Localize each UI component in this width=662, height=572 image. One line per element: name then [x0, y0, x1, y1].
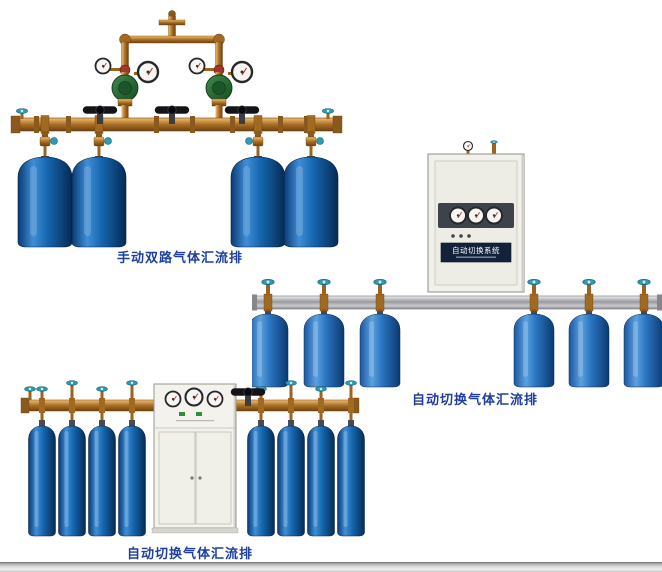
pressure-gauge: [164, 390, 182, 408]
gas-cylinder: [88, 419, 116, 537]
manifold-bar: [252, 293, 662, 312]
caption-auto-switch-floor: 自动切换气体汇流排: [126, 546, 253, 561]
gas-cylinder: [118, 419, 146, 537]
gas-cylinder: [337, 419, 365, 537]
gas-cylinder: [307, 419, 335, 537]
cylinder-drop: [93, 131, 112, 159]
cabinet-door: [195, 431, 232, 525]
valve-knob-icon: [36, 386, 48, 392]
gas-cylinder: [17, 155, 73, 248]
cabinet-plate-text: 自动切换系统: [452, 245, 500, 255]
cylinder-drop: [305, 131, 324, 159]
valve-knob-icon: [317, 278, 331, 286]
valve-knob-icon: [285, 380, 297, 386]
valve-knob-icon: [321, 108, 335, 114]
pressure-regulator: [111, 64, 139, 107]
pressure-gauge: [467, 206, 485, 225]
gas-cylinder: [28, 419, 56, 537]
header-frame-pipes: [119, 10, 225, 71]
gas-cylinder: [252, 310, 289, 388]
pressure-gauge: [188, 57, 206, 75]
pressure-gauge: [184, 387, 204, 407]
cylinder-drop: [245, 131, 264, 159]
gas-cylinder: [623, 310, 662, 388]
valve-knob-icon: [345, 380, 357, 386]
caption-auto-switch-wall: 自动切换气体汇流排: [411, 392, 538, 407]
gas-cylinder: [71, 155, 127, 248]
door-handle: [190, 476, 194, 480]
caption-manual-dual-manifold: 手动双路气体汇流排: [116, 250, 243, 265]
control-cabinet: 自动切换系统: [427, 140, 525, 293]
door-handle: [198, 476, 202, 480]
gas-cylinder: [58, 419, 86, 537]
indicator-light: [196, 412, 202, 416]
control-cabinet: [151, 383, 239, 534]
valve-knob-icon: [261, 278, 275, 286]
valve-knob-icon: [24, 386, 36, 392]
cylinder-valves: [261, 278, 651, 296]
pressure-gauge: [206, 390, 224, 408]
valve-knob-icon: [66, 380, 78, 386]
cabinet-door: [158, 431, 196, 525]
gas-cylinder: [303, 310, 345, 388]
gas-cylinder: [277, 419, 305, 537]
pressure-gauge: [485, 206, 503, 225]
regulator-riser: [121, 105, 129, 120]
pressure-gauge: [449, 206, 467, 225]
cabinet-nameplate: 自动切换系统: [440, 242, 512, 263]
valve-knob-icon: [126, 380, 138, 386]
valve-knob-icon: [96, 386, 108, 392]
valve-knob-icon: [527, 278, 541, 286]
valve-knob-icon: [490, 140, 498, 144]
pressure-gauge: [462, 140, 474, 152]
gas-cylinder: [513, 310, 555, 388]
gas-cylinder: [247, 419, 275, 537]
valve-knob-icon: [15, 108, 29, 114]
pressure-gauges: [94, 57, 254, 84]
end-valve-knobs: [15, 108, 335, 119]
illustration-auto-switch-wall: 自动切换系统: [252, 140, 662, 388]
gas-cylinder: [568, 310, 610, 388]
pressure-gauge: [230, 60, 254, 84]
valve-knob-icon: [582, 278, 596, 286]
cylinder-down-tubes: [40, 411, 353, 421]
regulator-riser: [215, 105, 223, 120]
valve-knob-icon: [637, 278, 651, 286]
gas-cylinder: [359, 310, 401, 388]
cylinder-drop: [39, 131, 58, 159]
manifold-pipe: [10, 115, 343, 134]
illustration-manual-dual-manifold: [10, 10, 343, 248]
page-edge-strip: [0, 562, 662, 572]
illustration-auto-switch-floor: [20, 380, 365, 537]
pressure-regulator: [205, 64, 233, 107]
indicator-light: [179, 412, 185, 416]
pressure-gauge: [94, 57, 112, 75]
pressure-gauge: [136, 60, 160, 84]
valve-knob-icon: [373, 278, 387, 286]
